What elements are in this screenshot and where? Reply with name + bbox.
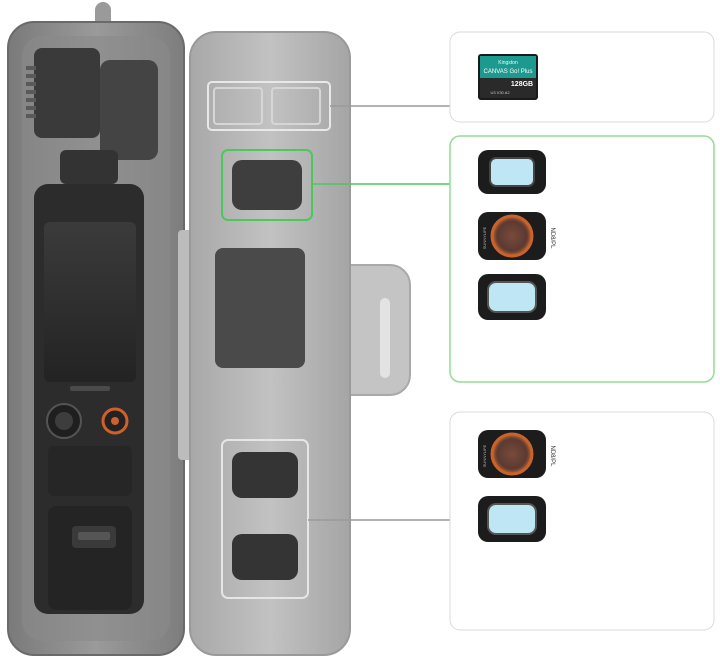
ndpl-filter-icon: SUNNYLIFE ND8/PL [478, 430, 555, 478]
svg-text:ND8/PL: ND8/PL [549, 227, 555, 249]
clear-filter-icon [478, 496, 546, 542]
sd-card-icon: Kingston CANVAS Go! Plus 128GB U3 V30 A2 [478, 54, 538, 100]
svg-text:U3 V30 A2: U3 V30 A2 [490, 90, 510, 95]
nd-filter-icon [478, 150, 546, 194]
case-strap [339, 264, 411, 396]
svg-text:CANVAS Go! Plus: CANVAS Go! Plus [484, 69, 533, 75]
clear-filter-icon [478, 274, 546, 320]
svg-text:Kingston: Kingston [498, 60, 518, 66]
device-screen [44, 222, 136, 382]
case-right-half [189, 31, 411, 656]
svg-text:SUNNYLIFE: SUNNYLIFE [482, 226, 487, 249]
gimbal-camera [26, 48, 158, 614]
highlighted-slot [221, 149, 313, 221]
ndpl-filter-icon: SUNNYLIFE ND8/PL [478, 212, 555, 260]
callout-card-filters [449, 135, 715, 383]
svg-text:ND8/PL: ND8/PL [549, 445, 555, 467]
svg-text:128GB: 128GB [511, 81, 533, 88]
svg-text:SUNNYLIFE: SUNNYLIFE [482, 444, 487, 467]
